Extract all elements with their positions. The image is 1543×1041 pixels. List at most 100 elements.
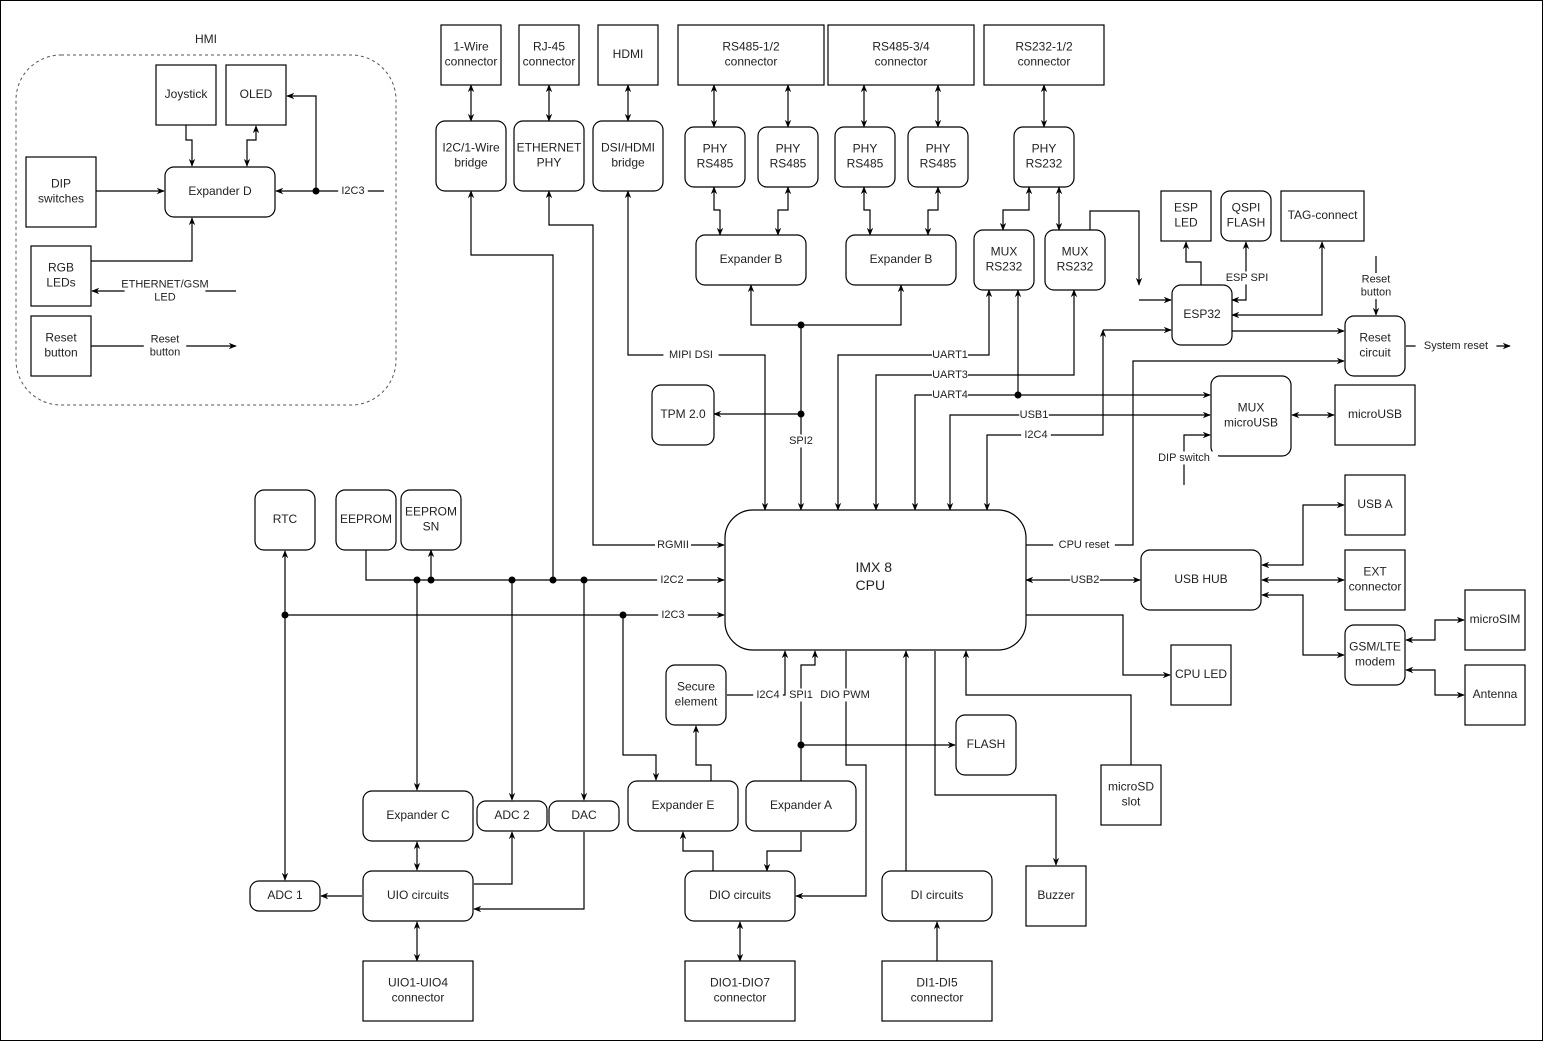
connection-line [1089, 210, 1143, 286]
connection-line [679, 831, 714, 871]
connection-line [872, 289, 1078, 511]
block-tpm: TPM 2.0 [651, 384, 715, 446]
junction-dot [797, 321, 805, 329]
signal-label-text: UART4 [932, 389, 968, 401]
connection-line [747, 284, 905, 326]
signal-label-text: UART3 [932, 369, 968, 381]
block-label: FLASH [967, 737, 1006, 751]
connection-line [1231, 241, 1326, 319]
block-label: TAG-connect [1288, 208, 1358, 222]
block-microsim: microSIM [1464, 589, 1526, 651]
block-label: RTC [273, 512, 298, 526]
block-label: Expander E [652, 798, 715, 812]
signal-label-text: MIPI DSI [669, 349, 713, 361]
block-microusb: microUSB [1334, 384, 1416, 446]
connection-line [727, 650, 789, 696]
connection-line [243, 125, 260, 167]
signal-label-uart4: UART4 [932, 388, 968, 402]
connection-line [1261, 591, 1345, 659]
connection-line [467, 190, 554, 580]
signal-label-text: USB1 [1020, 409, 1049, 421]
signal-label-text: DIP switch [1158, 452, 1210, 464]
signal-label-uart3: UART3 [932, 368, 968, 382]
connection-line [692, 725, 712, 781]
connection-line [1183, 431, 1211, 485]
connection-line [774, 186, 792, 236]
block-eeprom: EEPROM [335, 489, 397, 551]
block-dio-circuits: DIO circuits [684, 870, 796, 922]
signal-label-cpu-reset: CPU reset [1053, 538, 1115, 552]
signal-label-i2c4-top: I2C4 [1021, 428, 1051, 442]
block-expander-b-2: Expander B [845, 234, 957, 286]
block-tag-connect: TAG-connect [1280, 190, 1365, 242]
block-label: TPM 2.0 [660, 407, 706, 421]
connection-line [860, 186, 874, 236]
connection-line [1405, 616, 1465, 644]
signal-label-text: SPI2 [789, 435, 813, 447]
signal-label-dio-pwm: DIO PWM [820, 688, 870, 702]
signal-label-text: CPU reset [1059, 539, 1110, 551]
block-label: OLED [240, 87, 273, 101]
hmi-group [15, 54, 397, 406]
block-label: DAC [571, 808, 597, 822]
signal-label-text: I2C4 [756, 689, 779, 701]
block-label: DI circuits [911, 888, 964, 902]
connection-line [185, 125, 196, 167]
block-joystick: Joystick [155, 64, 217, 126]
block-label: ESP32 [1183, 307, 1221, 321]
block-expander-a: Expander A [745, 780, 857, 832]
signal-label-text: DIO PWM [820, 689, 870, 701]
junction-dot [508, 576, 516, 584]
signal-label-text: System reset [1424, 340, 1488, 352]
block-hdmi: HDMI [597, 24, 659, 86]
block-di-circuits: DI circuits [881, 870, 993, 922]
connection-line [1261, 501, 1345, 569]
signal-label-i2c4-bottom: I2C4 [753, 688, 783, 702]
junction-dot [427, 576, 435, 584]
block-label: microSIM [1470, 612, 1521, 626]
signal-label-usb1: USB1 [1019, 408, 1049, 422]
connection-line [1182, 241, 1202, 285]
connection-line [795, 651, 867, 900]
block-adc1: ADC 1 [249, 880, 321, 912]
block-label: HDMI [613, 47, 644, 61]
signal-label-spi1: SPI1 [786, 688, 816, 702]
block-label: Expander B [870, 252, 933, 266]
signal-label-hmi-i2c3: I2C3 [338, 184, 368, 198]
signal-label-spi2: SPI2 [786, 434, 816, 448]
block-label: Expander B [720, 252, 783, 266]
signal-label-text: I2C4 [1024, 429, 1047, 441]
connection-line [365, 550, 725, 584]
signal-label-mipi-dsi: MIPI DSI [663, 348, 719, 362]
signal-label-uart1: UART1 [932, 348, 968, 362]
